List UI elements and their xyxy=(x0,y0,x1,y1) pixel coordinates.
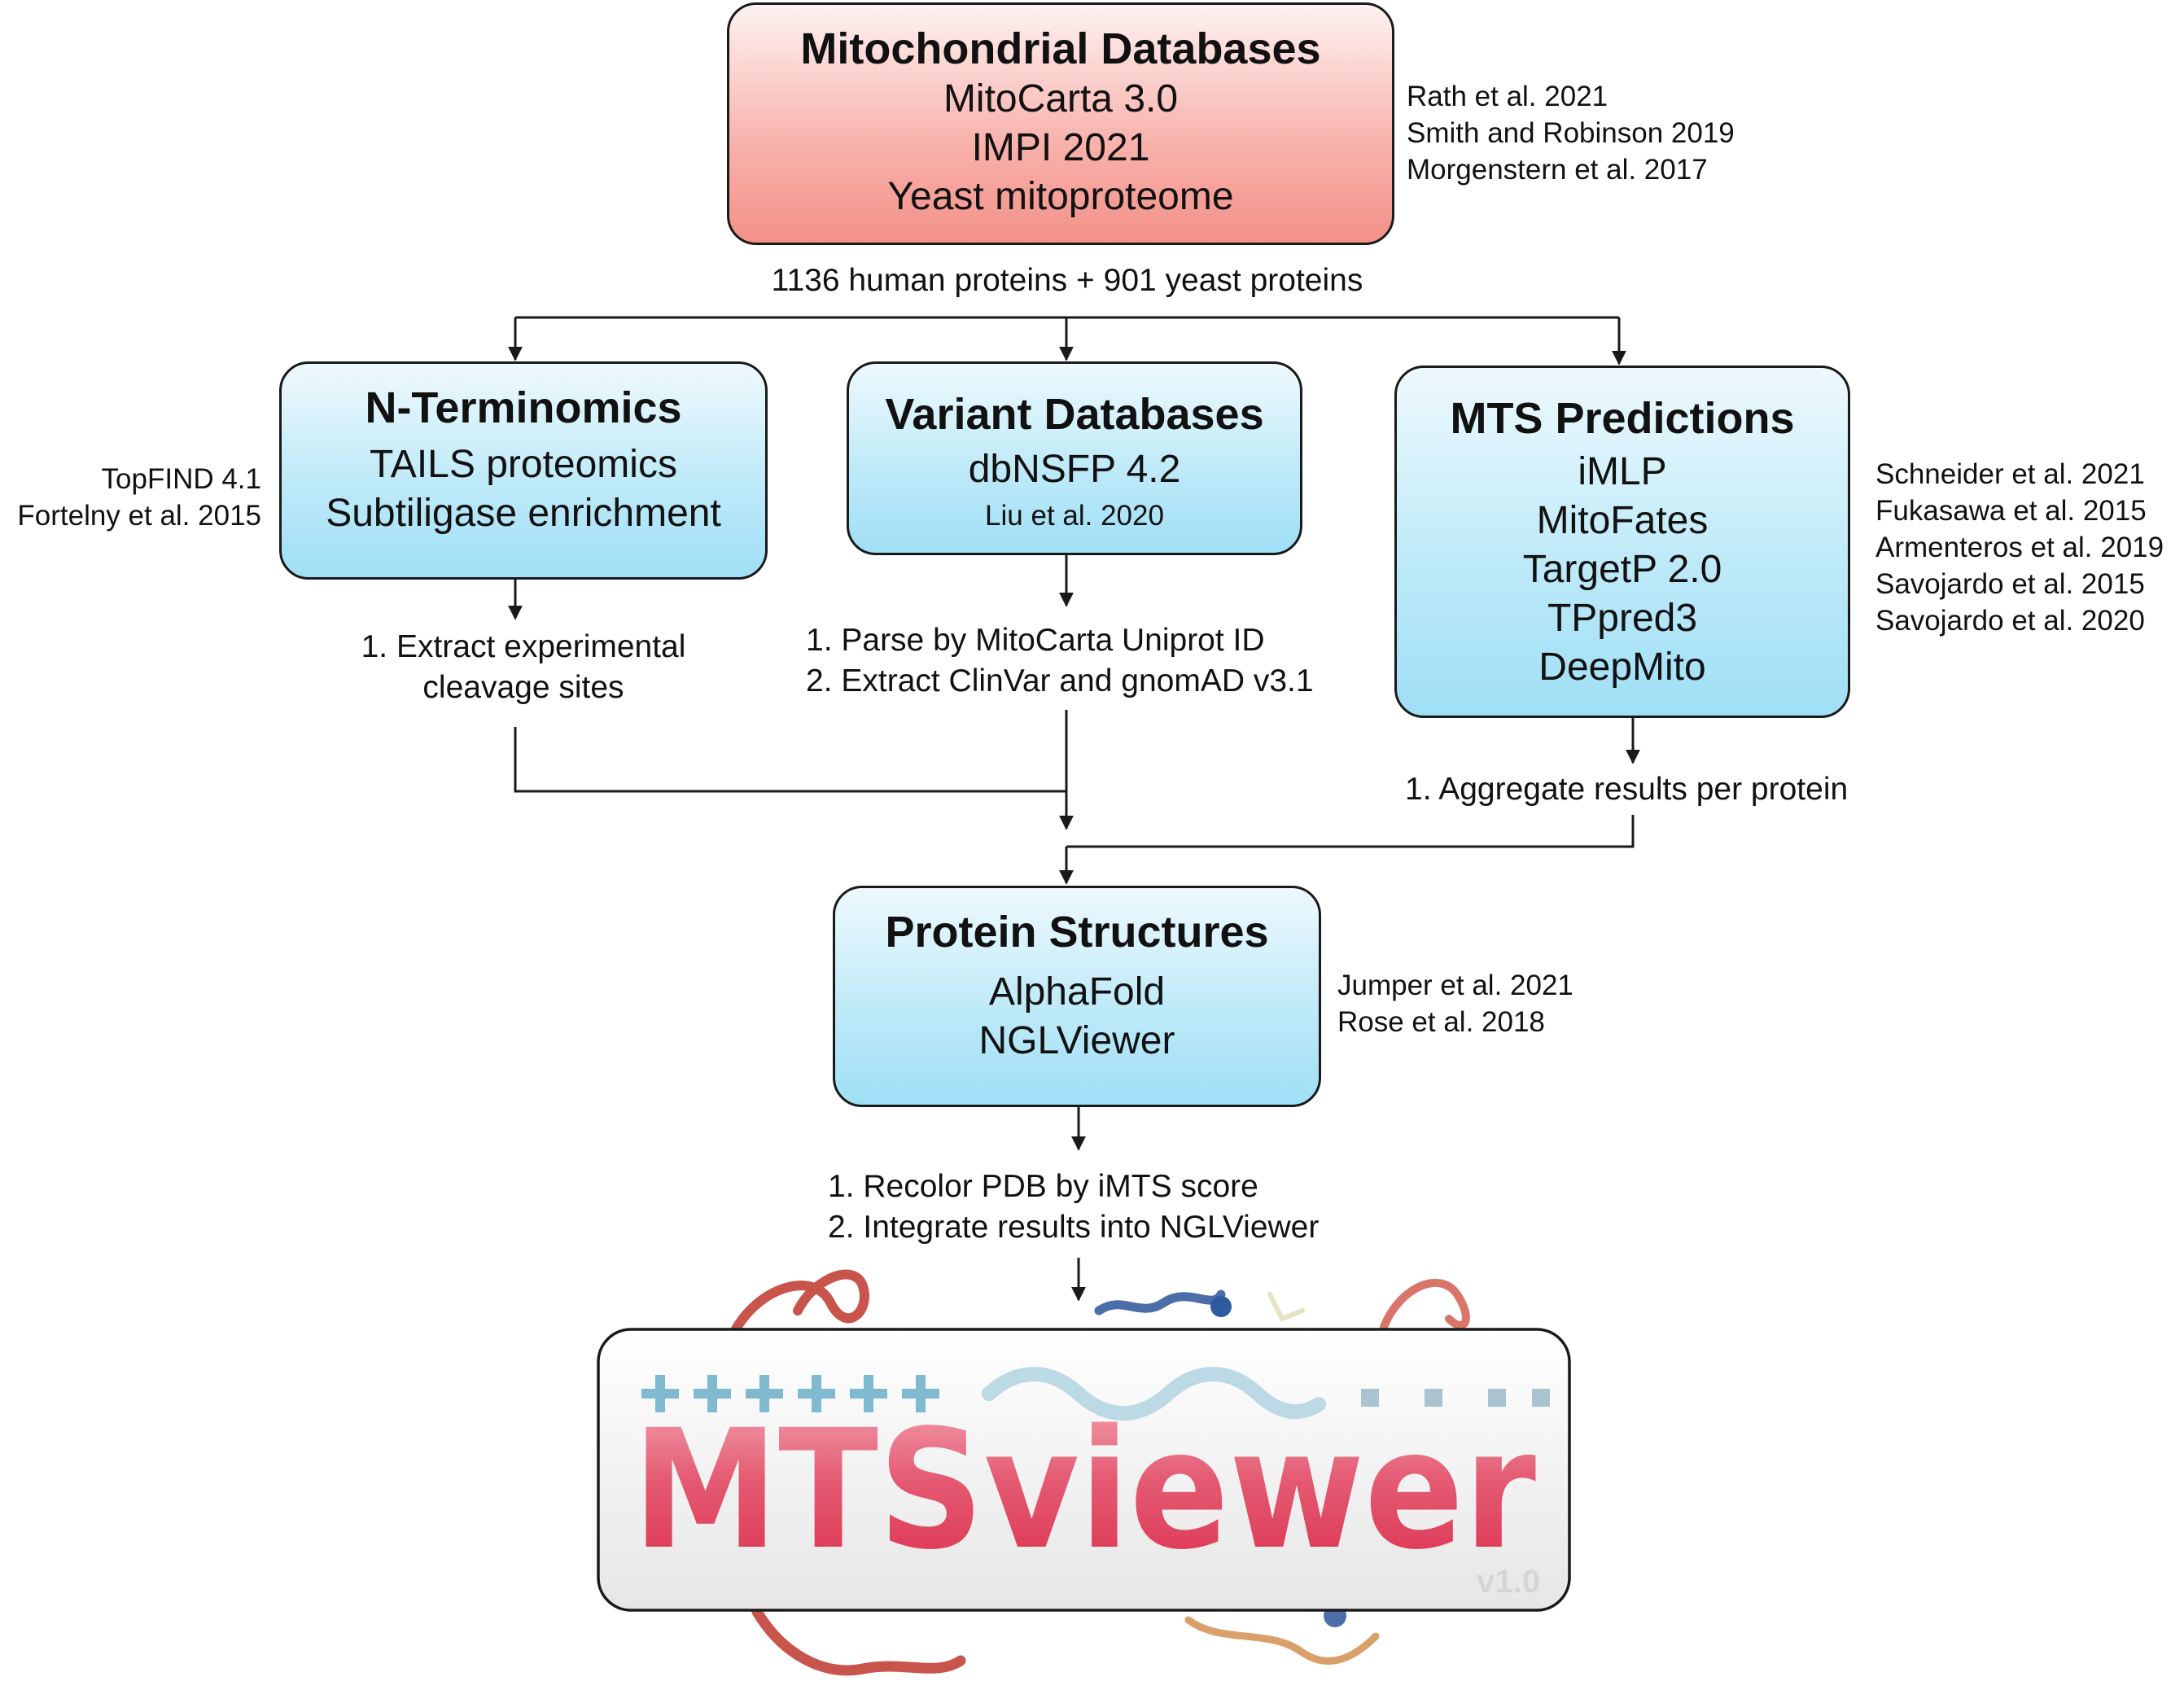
structures-line: NGLViewer xyxy=(978,1019,1175,1062)
mito-databases-box: Mitochondrial Databases MitoCarta 3.0 IM… xyxy=(727,2,1394,245)
mito-databases-title: Mitochondrial Databases xyxy=(800,24,1321,73)
step: 1. Aggregate results per protein xyxy=(1405,772,1849,807)
dot-row xyxy=(1361,1389,1550,1407)
reference: Armenteros et al. 2019 xyxy=(1875,532,2164,563)
structures-steps: 1. Recolor PDB by iMTS score 2. Integrat… xyxy=(828,1167,1319,1248)
protein-structures-title: Protein Structures xyxy=(885,908,1269,957)
structures-references: Jumper et al. 2021 Rose et al. 2018 xyxy=(1337,967,1573,1040)
logo-version: v1.0 xyxy=(1477,1564,1540,1600)
nterm-steps: 1. Extract experimental cleavage sites xyxy=(312,627,735,708)
plus-icon xyxy=(850,1375,887,1412)
mts-predictions-box: MTS Predictions iMLP MitoFates TargetP 2… xyxy=(1394,366,1850,718)
mts-tool: iMLP xyxy=(1578,450,1667,493)
reference: Rath et al. 2021 xyxy=(1407,81,1608,112)
step: 1. Extract experimental xyxy=(361,629,686,664)
dot-icon xyxy=(1361,1389,1379,1407)
mito-db-line: IMPI 2021 xyxy=(971,126,1150,169)
plus-icon xyxy=(641,1375,679,1412)
reference: Savojardo et al. 2020 xyxy=(1875,605,2145,637)
step: 1. Parse by MitoCarta Uniprot ID xyxy=(806,623,1265,658)
dot-icon xyxy=(1425,1389,1442,1407)
reference: Fukasawa et al. 2015 xyxy=(1875,495,2147,527)
mito-db-line: MitoCarta 3.0 xyxy=(943,77,1179,120)
nterm-line: TAILS proteomics xyxy=(370,443,677,486)
mts-merge-line xyxy=(1066,815,1635,848)
step: cleavage sites xyxy=(422,670,624,705)
plus-icon xyxy=(694,1375,731,1412)
helix-wave-icon xyxy=(982,1367,1326,1421)
step: 2. Extract ClinVar and gnomAD v3.1 xyxy=(806,663,1314,698)
mts-steps: 1. Aggregate results per protein xyxy=(1405,769,1848,810)
reference: Rose et al. 2018 xyxy=(1337,1006,1545,1038)
reference: Fortelny et al. 2015 xyxy=(17,500,261,532)
plus-icon xyxy=(746,1375,783,1412)
mts-tool: TargetP 2.0 xyxy=(1522,548,1722,591)
logo-wordmark: MTSviewer xyxy=(632,1394,1536,1586)
nterminomics-box: N-Terminomics TAILS proteomics Subtiliga… xyxy=(279,361,768,580)
variant-databases-box: Variant Databases dbNSFP 4.2 Liu et al. … xyxy=(847,361,1302,555)
reference: Savojardo et al. 2015 xyxy=(1875,568,2145,600)
dot-icon xyxy=(1488,1389,1506,1407)
dot-icon xyxy=(1532,1389,1550,1407)
mts-tool: TPpred3 xyxy=(1547,597,1698,640)
plus-icon xyxy=(902,1375,939,1412)
structures-line: AlphaFold xyxy=(988,970,1166,1013)
reference: Morgenstern et al. 2017 xyxy=(1407,154,1708,186)
nterm-merge-line xyxy=(514,727,1066,793)
reference: Schneider et al. 2021 xyxy=(1875,458,2145,490)
mito-db-line: Yeast mitoproteome xyxy=(887,175,1234,218)
protein-structures-box: Protein Structures AlphaFold NGLViewer xyxy=(833,886,1321,1107)
variant-steps: 1. Parse by MitoCarta Uniprot ID 2. Extr… xyxy=(806,620,1314,702)
mts-tool: DeepMito xyxy=(1538,646,1706,689)
plus-icon-row xyxy=(641,1375,939,1412)
reference: Jumper et al. 2021 xyxy=(1337,970,1573,1001)
logo-frame xyxy=(597,1328,1571,1612)
reference: TopFIND 4.1 xyxy=(101,463,261,495)
nterm-line: Subtiligase enrichment xyxy=(326,492,721,535)
protein-ribbon-decoration xyxy=(728,1269,1470,1676)
mts-tool: MitoFates xyxy=(1536,499,1709,542)
mts-references: Schneider et al. 2021 Fukasawa et al. 20… xyxy=(1875,456,2164,639)
variant-line: dbNSFP 4.2 xyxy=(968,448,1181,491)
step: 1. Recolor PDB by iMTS score xyxy=(828,1169,1258,1204)
variant-databases-title: Variant Databases xyxy=(885,390,1264,439)
reference: Smith and Robinson 2019 xyxy=(1407,117,1735,149)
mts-predictions-title: MTS Predictions xyxy=(1450,394,1795,443)
mito-db-references: Rath et al. 2021 Smith and Robinson 2019… xyxy=(1407,78,1735,188)
protein-counts: 1136 human proteins + 901 yeast proteins xyxy=(771,263,1363,298)
variant-reference: Liu et al. 2020 xyxy=(985,500,1164,532)
nterm-references: TopFIND 4.1 Fortelny et al. 2015 xyxy=(0,461,261,534)
nterminomics-title: N-Terminomics xyxy=(365,383,682,432)
step: 2. Integrate results into NGLViewer xyxy=(828,1210,1320,1245)
plus-icon xyxy=(798,1375,835,1412)
